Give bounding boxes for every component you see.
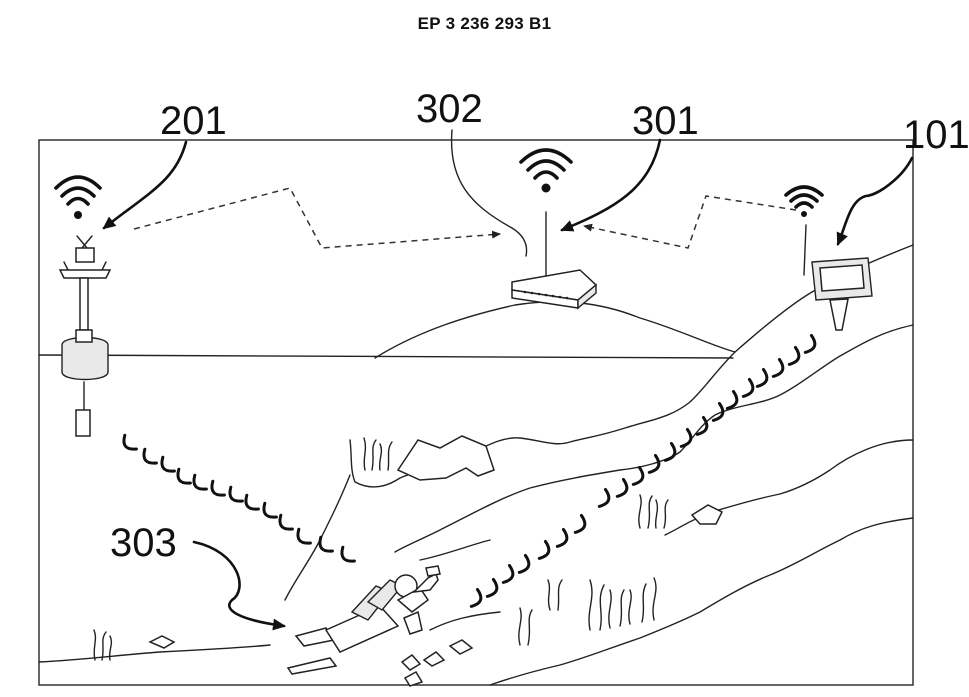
label-201: 201	[160, 99, 227, 143]
router-icon	[511, 211, 598, 310]
seabed-terrain	[38, 244, 914, 686]
leader-arrows	[102, 129, 914, 631]
seaweed-icon	[93, 437, 669, 661]
label-302: 302	[416, 87, 483, 131]
buoy-icon	[58, 235, 112, 437]
diver-icon	[286, 565, 441, 675]
label-301: 301	[632, 99, 699, 143]
diagram-frame	[38, 139, 914, 686]
tablet-icon	[803, 224, 873, 331]
wireless-link	[133, 187, 797, 249]
water-surface	[38, 354, 734, 359]
patent-number: EP 3 236 293 B1	[417, 14, 552, 33]
wifi-icon	[54, 175, 102, 219]
rock-icon	[148, 435, 724, 687]
acoustic-signal-tablet	[469, 333, 820, 611]
wifi-icon	[519, 148, 573, 193]
wifi-icon	[784, 185, 824, 217]
label-303: 303	[110, 521, 177, 565]
label-101: 101	[903, 113, 969, 157]
